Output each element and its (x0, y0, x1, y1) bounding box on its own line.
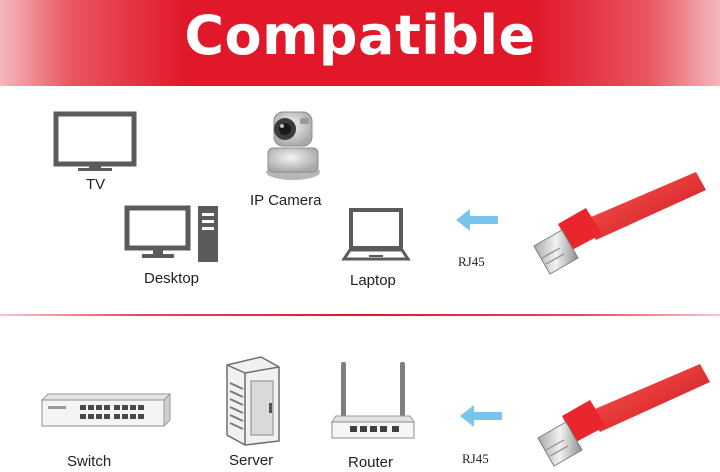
banner-title: Compatible (184, 4, 536, 67)
router-label: Router (348, 454, 394, 471)
tv-icon (53, 111, 137, 171)
ip-camera-label: IP Camera (250, 192, 322, 209)
ip-camera-icon (266, 111, 320, 180)
switch-label: Switch (67, 453, 112, 470)
desktop-icon (124, 205, 218, 262)
laptop-icon (341, 208, 411, 261)
laptop-label: Laptop (350, 272, 396, 289)
tv-label: TV (86, 176, 106, 193)
ethernet-cable-icon (533, 172, 706, 275)
router-icon (331, 362, 415, 439)
server-label: Server (229, 452, 274, 469)
section-divider (0, 314, 720, 316)
arrow-left-icon (460, 405, 502, 427)
rj45-label: RJ45 (458, 254, 485, 269)
arrow-left-icon (456, 209, 498, 231)
ethernet-cable-icon (537, 364, 710, 467)
rj45-label: RJ45 (462, 451, 489, 466)
title-banner: Compatible (0, 0, 720, 86)
switch-icon (40, 392, 172, 428)
server-icon (226, 356, 280, 446)
desktop-label: Desktop (144, 270, 200, 287)
